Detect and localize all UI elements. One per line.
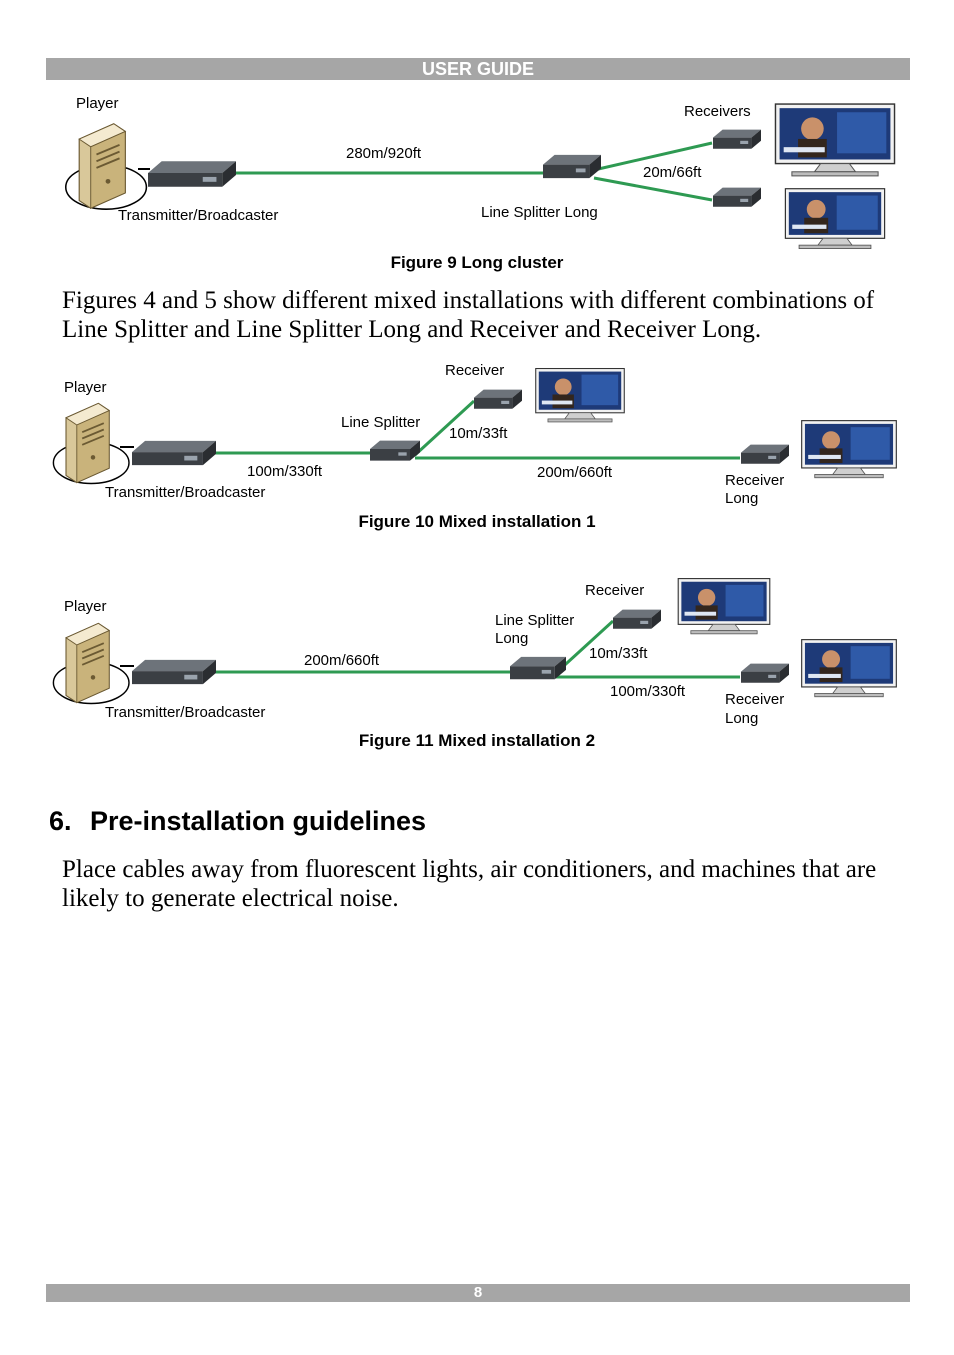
distance-label: 10m/33ft: [449, 425, 508, 442]
receiver-device-icon: [613, 609, 661, 629]
splitter-label: Line Splitter: [341, 414, 420, 431]
cable-splitter-to-receiver-top: [593, 141, 713, 172]
transmitter-device-icon: [148, 161, 236, 187]
section-title: Pre-installation guidelines: [90, 806, 427, 836]
intro-paragraph: Figures 4 and 5 show different mixed ins…: [62, 287, 875, 343]
receiver-label: Receiver: [445, 362, 504, 379]
distance-label: 10m/33ft: [589, 645, 648, 662]
receiver-long-label: Receiver: [725, 472, 784, 489]
receivers-label: Receivers: [684, 103, 751, 120]
figure-9-long-cluster: Player Receivers 280m/920ft 20m/66ft Tra…: [64, 95, 896, 272]
transmitter-device-icon: [132, 659, 216, 685]
distance-label: 200m/660ft: [304, 652, 380, 669]
television-icon: [535, 367, 625, 423]
receiver-long-label: Long: [725, 710, 758, 727]
receiver-long-device-icon: [741, 663, 789, 683]
distance-label: 280m/920ft: [346, 145, 422, 162]
distance-label: 100m/330ft: [247, 463, 323, 480]
transmitter-label: Transmitter/Broadcaster: [118, 207, 278, 224]
section-number: 6.: [49, 806, 72, 836]
player-computer-icon: [52, 402, 130, 485]
player-label: Player: [64, 598, 107, 615]
splitter-label: Line Splitter Long: [481, 204, 598, 221]
splitter-label: Line Splitter: [495, 612, 574, 629]
figure-10-mixed-installation-1: Player Receiver Line Splitter 10m/33ft 1…: [52, 362, 898, 531]
player-computer-icon: [52, 622, 130, 705]
line-splitter-long-device-icon: [510, 656, 566, 680]
distance-label: 200m/660ft: [537, 464, 613, 481]
transmitter-label: Transmitter/Broadcaster: [105, 704, 265, 721]
receiver-device-icon: [474, 389, 522, 409]
cable-splitter-to-receiver-bottom: [593, 176, 713, 202]
transmitter-label: Transmitter/Broadcaster: [105, 484, 265, 501]
television-icon: [774, 103, 896, 177]
distance-label: 100m/330ft: [610, 683, 686, 700]
figure-caption: Figure 10 Mixed installation 1: [358, 512, 595, 531]
player-computer-icon: [64, 122, 148, 211]
section-heading: 6. Pre-installation guidelines: [49, 806, 426, 837]
figure-11-mixed-installation-2: Player Receiver Line Splitter Long 10m/3…: [52, 577, 898, 750]
receiver-device-icon: [713, 129, 761, 149]
distance-label: 20m/66ft: [643, 164, 702, 181]
player-label: Player: [64, 379, 107, 396]
page-header: USER GUIDE: [46, 58, 910, 80]
line-splitter-device-icon: [370, 440, 420, 461]
splitter-label: Long: [495, 630, 528, 647]
figure-caption: Figure 9 Long cluster: [391, 253, 564, 272]
receiver-long-label: Long: [725, 490, 758, 507]
television-icon: [784, 187, 886, 250]
television-icon: [800, 419, 898, 479]
page-number: 8: [46, 1284, 910, 1302]
television-icon: [677, 577, 771, 635]
player-label: Player: [76, 95, 119, 112]
receiver-long-label: Receiver: [725, 691, 784, 708]
line-splitter-long-device-icon: [543, 154, 601, 179]
receiver-label: Receiver: [585, 582, 644, 599]
television-icon: [800, 638, 898, 698]
figure-caption: Figure 11 Mixed installation 2: [359, 731, 595, 750]
transmitter-device-icon: [132, 440, 216, 466]
receiver-device-icon: [713, 187, 761, 207]
cable-splitter-to-receiver: [413, 399, 476, 457]
section-paragraph: Place cables away from fluorescent light…: [62, 856, 877, 912]
receiver-long-device-icon: [741, 444, 789, 464]
